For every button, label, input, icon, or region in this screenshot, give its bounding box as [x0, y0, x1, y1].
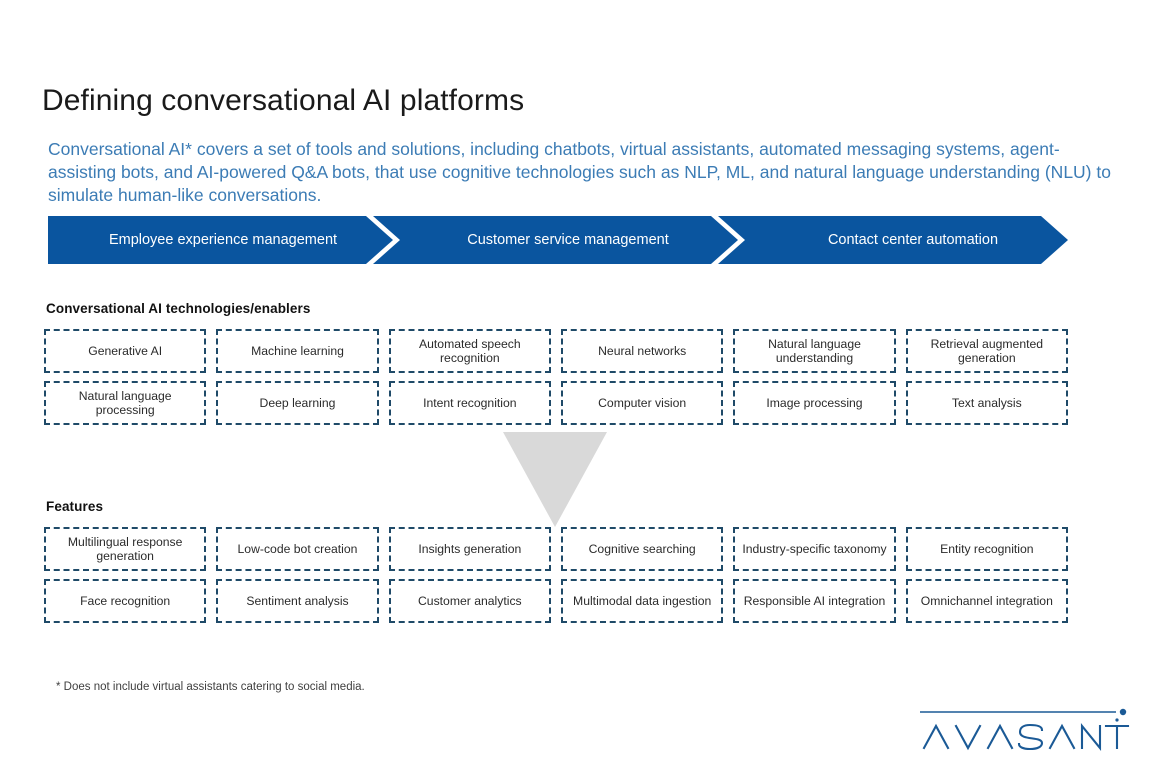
features-grid: Multilingual response generation Low-cod…: [44, 527, 1068, 623]
feature-cell[interactable]: Entity recognition: [905, 527, 1068, 571]
feature-label: Multimodal data ingestion: [573, 594, 712, 608]
feature-cell[interactable]: Responsible AI integration: [733, 579, 896, 623]
feature-cell[interactable]: Multilingual response generation: [44, 527, 207, 571]
technology-cell[interactable]: Deep learning: [216, 381, 379, 425]
feature-label: Industry-specific taxonomy: [742, 542, 887, 556]
technology-cell[interactable]: Natural language understanding: [733, 329, 896, 373]
feature-label: Omnichannel integration: [920, 594, 1053, 608]
feature-label: Customer analytics: [418, 594, 522, 608]
feature-label: Face recognition: [80, 594, 171, 608]
section-heading-features: Features: [46, 499, 104, 514]
technology-label: Natural language understanding: [768, 337, 861, 365]
avasant-logo-mark: [920, 708, 1130, 751]
chevron-step-customer-service-management[interactable]: Customer service management: [467, 232, 669, 248]
feature-label: Multilingual response generation: [67, 535, 183, 563]
feature-cell[interactable]: Multimodal data ingestion: [560, 579, 724, 623]
section-heading-technologies: Conversational AI technologies/enablers: [46, 301, 311, 316]
technology-cell[interactable]: Computer vision: [560, 381, 724, 425]
technology-label: Machine learning: [251, 344, 344, 358]
technology-cell[interactable]: Automated speech recognition: [388, 329, 551, 373]
feature-label: Entity recognition: [940, 542, 1034, 556]
feature-cell[interactable]: Omnichannel integration: [905, 579, 1068, 623]
technology-label: Computer vision: [598, 396, 687, 410]
technology-cell[interactable]: Natural language processing: [44, 381, 207, 425]
chevron-banner-labels: Employee experience management Customer …: [48, 216, 1068, 264]
technology-cell[interactable]: Retrieval augmented generation: [905, 329, 1068, 373]
feature-cell[interactable]: Insights generation: [388, 527, 551, 571]
feature-label: Low-code bot creation: [237, 542, 358, 556]
technology-label: Text analysis: [951, 396, 1022, 410]
technology-label: Natural language processing: [78, 389, 172, 417]
technology-label: Deep learning: [259, 396, 336, 410]
footnote: * Does not include virtual assistants ca…: [56, 681, 365, 693]
technology-label: Image processing: [766, 396, 863, 410]
page-title: Defining conversational AI platforms: [42, 84, 525, 117]
slide-subtitle: Conversational AI* covers a set of tools…: [48, 139, 1111, 205]
chevron-step-contact-center-automation[interactable]: Contact center automation: [827, 232, 999, 248]
technology-cell[interactable]: Intent recognition: [388, 381, 551, 425]
chevron-step-employee-experience-management[interactable]: Employee experience management: [108, 232, 338, 248]
feature-cell[interactable]: Face recognition: [44, 579, 207, 623]
chevron-banner-shape: [48, 216, 1068, 264]
feature-cell[interactable]: Sentiment analysis: [216, 579, 379, 623]
technology-label: Neural networks: [598, 344, 687, 358]
feature-label: Responsible AI integration: [743, 594, 886, 608]
technology-cell[interactable]: Machine learning: [216, 329, 379, 373]
technology-label: Retrieval augmented generation: [930, 337, 1044, 365]
feature-label: Cognitive searching: [588, 542, 696, 556]
feature-label: Sentiment analysis: [246, 594, 349, 608]
avasant-logo: [918, 706, 1130, 754]
feature-cell[interactable]: Industry-specific taxonomy: [733, 527, 896, 571]
technology-cell[interactable]: Text analysis: [905, 381, 1068, 425]
technology-cell[interactable]: Neural networks: [560, 329, 724, 373]
technology-cell[interactable]: Generative AI: [44, 329, 207, 373]
downward-funnel-triangle-icon: [503, 432, 607, 527]
process-chevron-banner: Employee experience management Customer …: [48, 216, 1068, 264]
technologies-grid: Generative AI Machine learning Automated…: [44, 329, 1068, 425]
feature-cell[interactable]: Customer analytics: [388, 579, 551, 623]
technology-label: Automated speech recognition: [419, 337, 521, 365]
feature-cell[interactable]: Low-code bot creation: [216, 527, 379, 571]
technology-cell[interactable]: Image processing: [733, 381, 896, 425]
feature-cell[interactable]: Cognitive searching: [560, 527, 724, 571]
technology-label: Intent recognition: [423, 396, 517, 410]
feature-label: Insights generation: [418, 542, 522, 556]
technology-label: Generative AI: [88, 344, 163, 358]
